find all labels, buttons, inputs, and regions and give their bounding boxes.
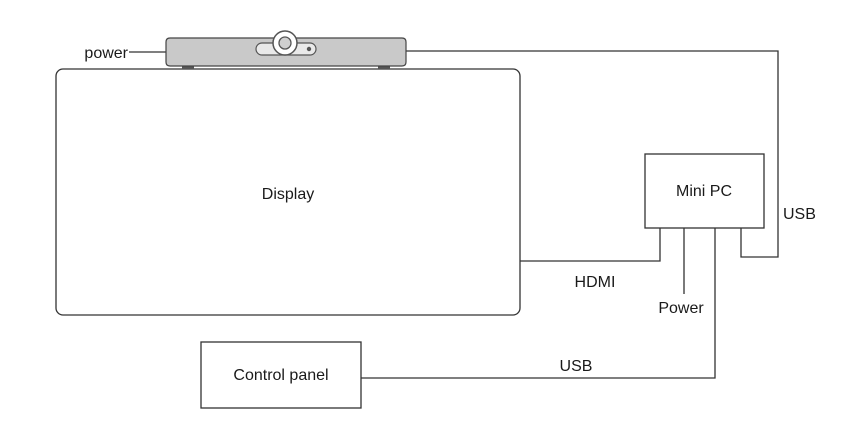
control-panel-box: [200, 341, 362, 409]
control-panel-usb-label: USB: [560, 358, 593, 375]
hdmi-cable: [520, 228, 661, 262]
camera-usb-cable: [405, 50, 779, 258]
display-node: Display: [55, 68, 521, 316]
mini-pc-label: Mini PC: [676, 183, 732, 200]
camera-bar: [165, 30, 407, 69]
control-panel-usb-cable: [361, 228, 716, 379]
display-label: Display: [262, 186, 314, 203]
mini-pc-power-label: Power: [658, 300, 704, 317]
camera-power-label: power: [84, 45, 128, 62]
camera-bar-foot-left: [182, 65, 194, 69]
display-box: [55, 68, 521, 316]
hdmi-label: HDMI: [575, 274, 616, 291]
camera-sensor-dot: [306, 46, 312, 52]
mini-pc-node: Mini PC: [644, 153, 765, 229]
camera-bar-foot-right: [378, 65, 390, 69]
control-panel-node: Control panel: [200, 341, 362, 409]
wires: [129, 50, 779, 379]
control-panel-label: Control panel: [233, 367, 328, 384]
camera-lens-inner: [278, 36, 292, 50]
camera-usb-label: USB: [783, 206, 816, 223]
mini-pc-box: [644, 153, 765, 229]
